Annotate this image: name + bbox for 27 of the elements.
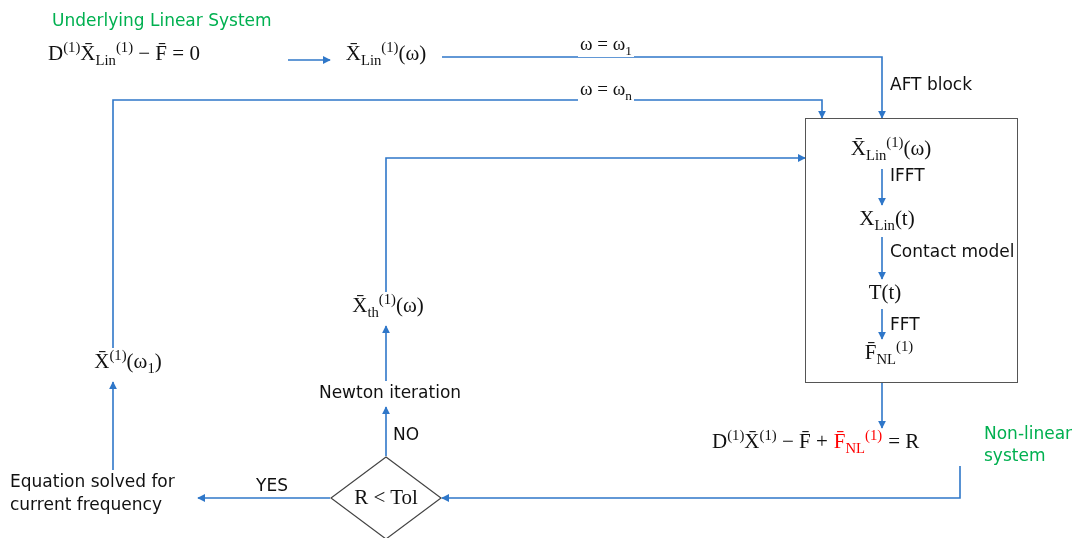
- arrow: [441, 56, 886, 119]
- step-text: Equation solved for current frequency: [10, 470, 176, 516]
- arrow: [878, 236, 886, 280]
- arrow: [382, 325, 390, 382]
- equation-text: D$^{(1)}$X̄$_{Lin}$$^{(1)}$ − F̄ = 0: [48, 40, 200, 68]
- formula-text: X̄$_{Lin}$$^{(1)}$(ω): [344, 40, 428, 68]
- equation-text: D$^{(1)}$X̄$^{(1)}$ − F̄ +: [712, 428, 828, 455]
- formula-text: X$_{Lin}$(t): [858, 205, 916, 233]
- arrow: [878, 382, 886, 429]
- formula-text: X̄$_{th}$$^{(1)}$(ω): [351, 292, 425, 320]
- arrow: [109, 381, 117, 471]
- formula-text: X̄$_{Lin}$$^{(1)}$(ω): [849, 135, 933, 163]
- arrow: [385, 154, 806, 293]
- condition-text: R < Tol: [353, 484, 419, 511]
- step-text: Newton iteration: [317, 381, 463, 404]
- formula-text: T(t): [867, 279, 903, 306]
- arrow: [197, 494, 331, 502]
- arrow: [441, 465, 961, 502]
- formula-text: X̄$^{(1)}$(ω$_{1}$): [93, 348, 163, 376]
- equation-text: = R: [888, 428, 920, 455]
- section-heading: Underlying Linear System: [52, 10, 272, 30]
- arrow: [878, 168, 886, 206]
- arrow: [112, 99, 826, 349]
- process-box: [805, 118, 1018, 383]
- arrow: [382, 406, 390, 457]
- arrow: [287, 56, 331, 64]
- arrow: [878, 308, 886, 340]
